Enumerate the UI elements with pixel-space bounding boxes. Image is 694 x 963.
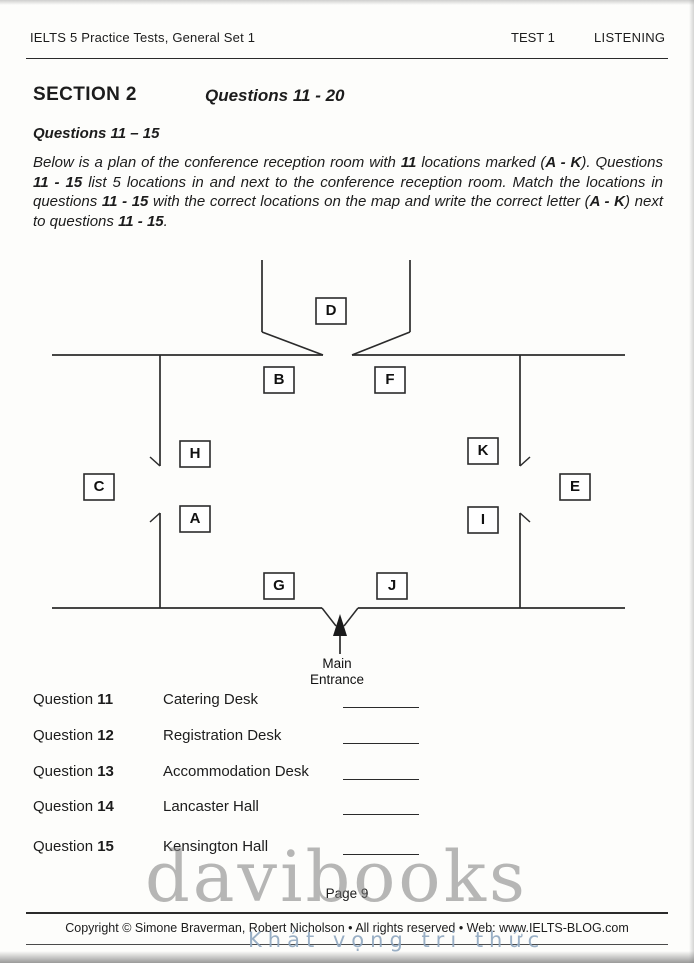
plan-label-c: C	[94, 478, 105, 495]
plan-box-c: C	[83, 473, 115, 501]
entrance-caption-line2: Entrance	[310, 672, 364, 687]
header-rule	[26, 58, 668, 59]
question-row-12: Question 12 Registration Desk	[33, 727, 653, 749]
question-word: Question	[33, 763, 94, 780]
question-number: 14	[97, 798, 114, 815]
plan-label-i: I	[481, 511, 485, 528]
entrance-arrow-head	[333, 614, 347, 636]
plan-box-f-frame	[374, 366, 406, 394]
question-item: Registration Desk	[163, 727, 282, 744]
plan-box-a: A	[179, 505, 211, 533]
entrance-caption-line1: Main	[322, 656, 351, 671]
entrance-splay-left	[321, 607, 337, 627]
plan-box-b: B	[263, 366, 295, 394]
instructions-paragraph: Below is a plan of the conference recept…	[33, 154, 663, 230]
question-row-11: Question 11 Catering Desk	[33, 691, 653, 713]
question-row-13: Question 13 Accommodation Desk	[33, 763, 653, 785]
scan-edge-right	[689, 0, 694, 963]
plan-box-j-frame	[376, 572, 408, 600]
plan-label-f: F	[385, 371, 394, 388]
plan-box-i: I	[467, 506, 499, 534]
answer-blank-12	[343, 743, 419, 744]
questions-subheading: Questions 11 – 15	[33, 125, 160, 142]
plan-label-e: E	[570, 478, 580, 495]
plan-box-h: H	[179, 440, 211, 468]
question-item: Accommodation Desk	[163, 763, 309, 780]
right-door-splay-bottom	[519, 512, 531, 523]
footer-rule-top	[26, 912, 668, 914]
question-word: Question	[33, 838, 94, 855]
plan-label-g: G	[273, 577, 285, 594]
test-label: TEST 1	[511, 30, 555, 45]
plan-box-c-frame	[83, 473, 115, 501]
plan-label-k: K	[478, 442, 489, 459]
plan-box-b-frame	[263, 366, 295, 394]
copyright-line: Copyright © Simone Braverman, Robert Nic…	[65, 921, 629, 935]
question-word: Question	[33, 727, 94, 744]
plan-box-a-frame	[179, 505, 211, 533]
plan-box-g-frame	[263, 572, 295, 600]
section-question-range: Questions 11 - 20	[205, 86, 345, 105]
entrance-arrow	[333, 614, 347, 654]
left-door-splay-bottom	[149, 512, 161, 523]
plan-box-k: K	[467, 437, 499, 465]
question-number: 12	[97, 727, 114, 744]
plan-box-h-frame	[179, 440, 211, 468]
question-item: Catering Desk	[163, 691, 259, 708]
plan-box-e-frame	[559, 473, 591, 501]
plan-label-h: H	[190, 445, 201, 462]
right-door-splay-top	[519, 456, 531, 467]
plan-box-e: E	[559, 473, 591, 501]
answer-blank-14	[343, 814, 419, 815]
plan-label-j: J	[388, 577, 396, 594]
plan-walls	[52, 260, 625, 627]
answer-blank-13	[343, 779, 419, 780]
scan-edge-bottom	[0, 951, 694, 963]
plan-label-a: A	[190, 510, 201, 527]
question-row-14: Question 14 Lancaster Hall	[33, 798, 653, 820]
plan-box-g: G	[263, 572, 295, 600]
book-title: IELTS 5 Practice Tests, General Set 1	[30, 30, 256, 45]
plan-box-d: D	[315, 297, 347, 325]
page-number: Page 9	[325, 886, 369, 901]
plan-box-f: F	[374, 366, 406, 394]
question-number: 13	[97, 763, 114, 780]
plan-box-d-frame	[315, 297, 347, 325]
question-row-15: Question 15 Kensington Hall	[33, 838, 653, 860]
answer-blank-11	[343, 707, 419, 708]
plan-box-i-frame	[467, 506, 499, 534]
scan-edge-top	[0, 0, 694, 5]
floor-plan: Main Entrance D B F H K C E	[52, 260, 625, 687]
entrance-splay-right	[343, 607, 359, 627]
plan-label-d: D	[326, 302, 337, 319]
section-title: SECTION 2	[33, 84, 137, 105]
question-item: Lancaster Hall	[163, 798, 259, 815]
plan-box-j: J	[376, 572, 408, 600]
module-label: LISTENING	[594, 30, 666, 45]
question-item: Kensington Hall	[163, 838, 269, 855]
corridor-funnel-right	[351, 331, 411, 356]
answer-blank-15	[343, 854, 419, 855]
plan-box-k-frame	[467, 437, 499, 465]
footer-rule-bottom	[26, 944, 668, 945]
question-word: Question	[33, 798, 94, 815]
question-number: 11	[97, 691, 114, 708]
corridor-funnel-left	[261, 331, 324, 356]
question-number: 15	[97, 838, 114, 855]
left-door-splay-top	[149, 456, 161, 467]
question-word: Question	[33, 691, 94, 708]
plan-label-b: B	[274, 371, 285, 388]
